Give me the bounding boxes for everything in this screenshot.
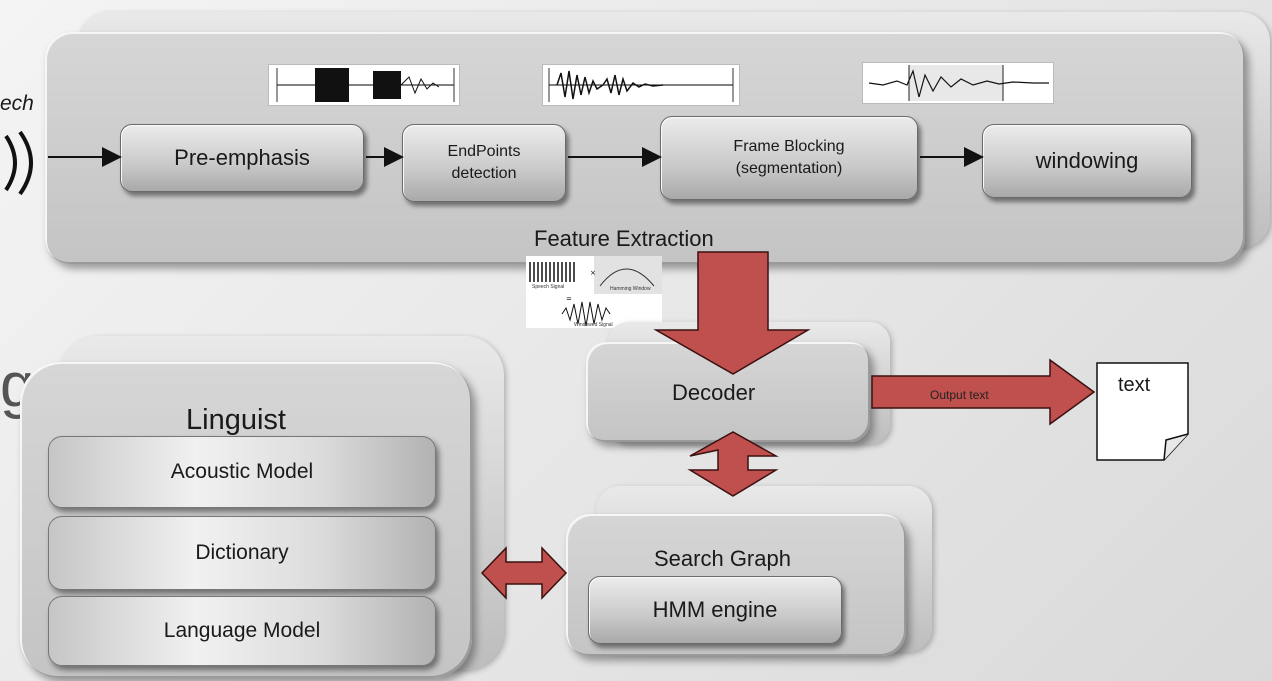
pre-emphasis-box[interactable]: Pre-emphasis: [120, 124, 364, 192]
feature-extraction-caption: Feature Extraction: [534, 226, 714, 251]
search-graph-title: Search Graph: [654, 546, 791, 571]
frame-blocking-box[interactable]: Frame Blocking (segmentation): [660, 116, 918, 200]
pre-emphasis-label: Pre-emphasis: [174, 145, 310, 170]
windowing-figure: × = Speech Signal Hamming Window Windowe…: [526, 256, 662, 328]
speech-signal-caption: Speech Signal: [532, 284, 565, 290]
language-model-box[interactable]: Language Model: [48, 596, 436, 666]
windowed-signal-caption: Windowed Signal: [574, 322, 613, 328]
arrow-decoder-to-output: [871, 358, 1096, 426]
hamming-window-caption: Hamming Window: [610, 286, 651, 292]
arrow-linguist-searchgraph: [480, 546, 568, 600]
dictionary-box[interactable]: Dictionary: [48, 516, 436, 590]
acoustic-model-label: Acoustic Model: [170, 460, 314, 483]
endpoints-label-line1: EndPoints: [447, 143, 521, 160]
language-model-label: Language Model: [163, 619, 321, 642]
endpoints-label-line2: detection: [451, 165, 517, 182]
linguist-title: Linguist: [186, 404, 286, 436]
dictionary-label: Dictionary: [195, 541, 289, 564]
document-label: text: [1118, 374, 1151, 396]
decoder-label: Decoder: [672, 380, 756, 405]
svg-text:=: =: [566, 295, 572, 303]
document-icon: [1096, 362, 1189, 461]
waveform-thumbnail-endpoints: [542, 64, 740, 106]
windowing-label: windowing: [1035, 148, 1139, 173]
waveform-thumbnail-frames: [862, 62, 1054, 104]
speech-label: ech: [0, 92, 34, 115]
acoustic-model-box[interactable]: Acoustic Model: [48, 436, 436, 508]
frame-blocking-label-line2: (segmentation): [735, 160, 843, 177]
sound-waves-icon: [4, 130, 33, 196]
arrow-decoder-searchgraph: [687, 431, 779, 497]
windowing-box[interactable]: windowing: [982, 124, 1192, 198]
svg-text:×: ×: [590, 269, 596, 277]
hmm-engine-label: HMM engine: [652, 597, 778, 622]
arrow-features-to-decoder: [653, 251, 811, 375]
endpoints-detection-box[interactable]: EndPoints detection: [402, 124, 566, 202]
hmm-engine-box[interactable]: HMM engine: [588, 576, 842, 644]
waveform-thumbnail-raw: [268, 64, 460, 106]
frame-blocking-label-line1: Frame Blocking: [733, 138, 845, 155]
output-text-label: Output text: [930, 388, 989, 402]
